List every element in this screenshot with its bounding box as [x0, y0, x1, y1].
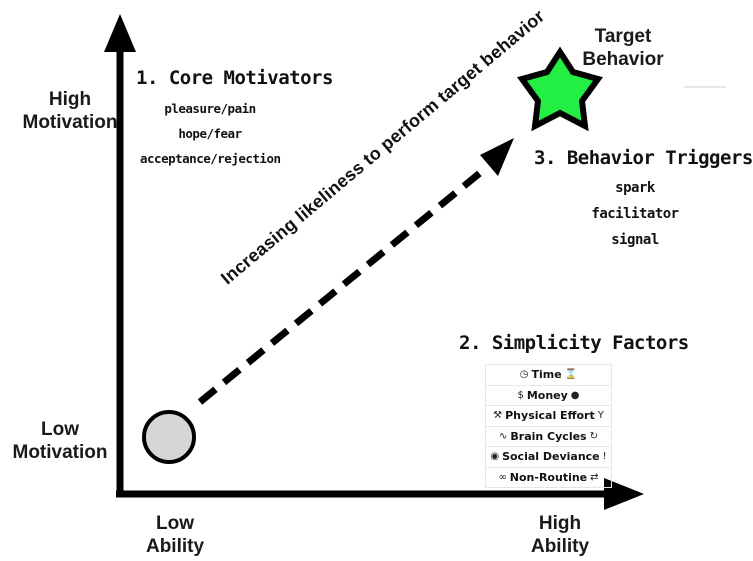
high-motivation-label: High Motivation [20, 88, 120, 134]
link-icon: ∞ [498, 471, 507, 483]
simplicity-factor-brain-cycles: ∿ Brain Cycles ↻ [486, 425, 611, 447]
simplicity-factor-label: Physical Effort [505, 409, 595, 423]
core-motivator-item: hope/fear [178, 126, 242, 141]
y-axis-arrowhead [104, 14, 136, 52]
slingshot-icon: Y [597, 410, 604, 422]
low-ability-label: Low Ability [132, 512, 218, 558]
core-motivators-heading: 1. Core Motivators [136, 67, 333, 89]
target-behavior-label: Target Behavior [572, 25, 674, 71]
low-motivation-line-1: Low [41, 419, 79, 440]
simplicity-factor-label: Time [531, 368, 562, 382]
target-star-icon [517, 46, 603, 132]
high-ability-line-1: High [538, 513, 582, 534]
target-behavior-line-1: Target [594, 26, 652, 47]
low-start-circle [142, 410, 196, 464]
simplicity-factor-label: Money [526, 388, 568, 402]
x-axis-arrowhead [604, 478, 644, 510]
behavior-trigger-item: signal [611, 232, 659, 248]
low-motivation-line-2: Motivation [12, 442, 108, 463]
hammer-wrench-icon: ⚒ [493, 410, 503, 422]
behavior-trigger-item: facilitator [591, 206, 679, 222]
core-motivator-item: acceptance/rejection [140, 151, 281, 166]
money-bag-icon: ● [570, 389, 580, 401]
low-ability-line-2: Ability [145, 536, 205, 557]
high-ability-line-2: Ability [530, 536, 590, 557]
squiggle-icon: ∿ [499, 430, 508, 442]
shuffle-icon: ⇄ [590, 471, 599, 483]
likeliness-dashed-line [197, 165, 489, 405]
eye-icon: ◉ [490, 451, 500, 463]
high-motivation-line-2: Motivation [22, 112, 118, 133]
likeliness-arrowhead [480, 138, 514, 176]
exclamation-icon: ! [602, 451, 607, 463]
low-ability-line-1: Low [156, 513, 194, 534]
cycle-icon: ↻ [589, 430, 598, 442]
simplicity-factor-money: $ Money ● [486, 384, 611, 406]
simplicity-factor-non-routine: ∞ Non-Routine ⇄ [486, 466, 611, 488]
low-motivation-label: Low Motivation [8, 418, 112, 464]
behavior-trigger-item: spark [615, 180, 655, 196]
high-motivation-line-1: High [48, 89, 92, 110]
core-motivator-item: pleasure/pain [164, 101, 256, 116]
simplicity-factor-label: Brain Cycles [510, 429, 587, 443]
dollar-icon: $ [517, 389, 524, 401]
simplicity-factor-label: Social Deviance [502, 450, 600, 464]
high-ability-label: High Ability [512, 512, 608, 558]
simplicity-factor-physical-effort: ⚒ Physical Effort Y [486, 405, 611, 426]
clock-icon: ◷ [519, 369, 529, 381]
simplicity-factor-social-deviance: ◉ Social Deviance ! [486, 446, 611, 467]
simplicity-factors-list: ◷ Time ⌛ $ Money ● ⚒ Physical Effort Y ∿… [485, 364, 612, 488]
behavior-triggers-heading: 3. Behavior Triggers [534, 147, 753, 169]
hourglass-icon: ⌛ [564, 369, 578, 381]
target-behavior-line-2: Behavior [582, 49, 664, 70]
simplicity-factor-label: Non-Routine [509, 470, 588, 484]
simplicity-factors-heading: 2. Simplicity Factors [459, 332, 689, 354]
simplicity-factor-time: ◷ Time ⌛ [486, 364, 611, 385]
